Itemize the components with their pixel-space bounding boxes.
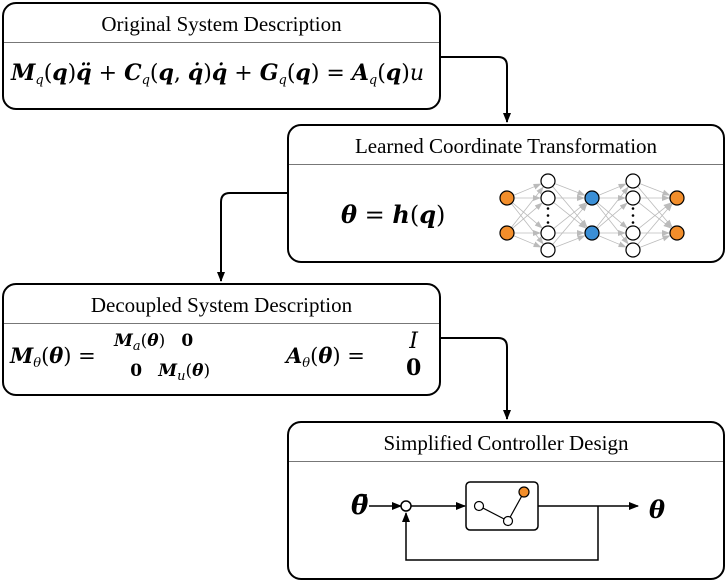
nn-edge — [512, 202, 543, 229]
nn-edge — [552, 203, 588, 245]
neural-network-icon — [499, 173, 685, 258]
transform-title: Learned Coordinate Transformation — [289, 126, 723, 165]
nn-edge — [553, 202, 587, 229]
connector-decoupled-to-controller — [441, 337, 511, 420]
nn-node — [540, 190, 556, 206]
reference-label: θ̄ — [351, 491, 369, 521]
nn-node — [625, 242, 641, 258]
nn-node — [540, 242, 556, 258]
nn-node — [540, 173, 556, 189]
control-loop-diagram — [369, 481, 639, 561]
nn-edge — [554, 235, 586, 248]
nn-edge — [639, 235, 671, 248]
link-node — [473, 500, 485, 512]
nn-node — [625, 173, 641, 189]
nn-edge — [596, 186, 629, 228]
nn-edge — [552, 186, 588, 228]
nn-edge — [512, 202, 543, 229]
end-effector-node — [518, 486, 530, 498]
mass-matrix-lhs: Mθ(θ) = — [10, 343, 96, 371]
nn-edge — [511, 203, 544, 245]
input-matrix-entries: I 0 — [406, 329, 422, 381]
nn-edge — [513, 235, 542, 248]
nn-node — [540, 225, 556, 241]
controller-title: Simplified Controller Design — [289, 423, 723, 462]
nn-edge — [597, 202, 628, 229]
nn-node — [669, 225, 685, 241]
input-matrix-lhs: Aθ(θ) = — [286, 343, 365, 371]
nn-ellipsis-dot — [546, 221, 550, 224]
original-system-equation: Mq(q)q̈ + Cq(q, q̇)q̇ + Gq(q) = Aq(q)u — [11, 60, 424, 88]
output-label: θ — [649, 495, 666, 524]
nn-node — [625, 225, 641, 241]
nn-node — [584, 190, 600, 206]
decoupled-title: Decoupled System Description — [4, 285, 439, 324]
nn-ellipsis-dot — [546, 207, 550, 210]
nn-edge — [596, 203, 629, 245]
mass-matrix-entries: Ma(θ) 0 0 Mu(θ) — [114, 331, 211, 384]
nn-edge — [639, 183, 671, 196]
nn-ellipsis-dot — [546, 214, 550, 217]
feedback-path — [402, 506, 599, 561]
nn-edge — [513, 183, 542, 196]
connector-original-to-transform — [441, 56, 511, 123]
nn-edge — [598, 235, 627, 248]
nn-edge — [598, 183, 627, 196]
summing-junction — [400, 500, 412, 512]
nn-ellipsis-dot — [631, 207, 635, 210]
nn-edge — [511, 186, 544, 228]
nn-node — [499, 225, 515, 241]
transform-equation: θ = h(q) — [341, 200, 446, 229]
original-system-title: Original System Description — [4, 4, 439, 43]
nn-edge — [637, 203, 673, 245]
link-node — [502, 515, 514, 527]
original-system-box: Original System Description Mq(q)q̈ + Cq… — [2, 2, 441, 110]
connector-transform-to-decoupled — [217, 192, 287, 282]
nn-edge — [637, 186, 673, 228]
nn-node — [669, 190, 685, 206]
nn-ellipsis-dot — [631, 221, 635, 224]
nn-edge — [554, 183, 586, 196]
nn-node — [584, 225, 600, 241]
nn-edge — [638, 202, 672, 229]
nn-node — [625, 190, 641, 206]
decoupled-box: Decoupled System Description Mθ(θ) = Ma(… — [2, 283, 441, 396]
nn-node — [499, 190, 515, 206]
nn-ellipsis-dot — [631, 214, 635, 217]
nn-edge — [597, 202, 628, 229]
